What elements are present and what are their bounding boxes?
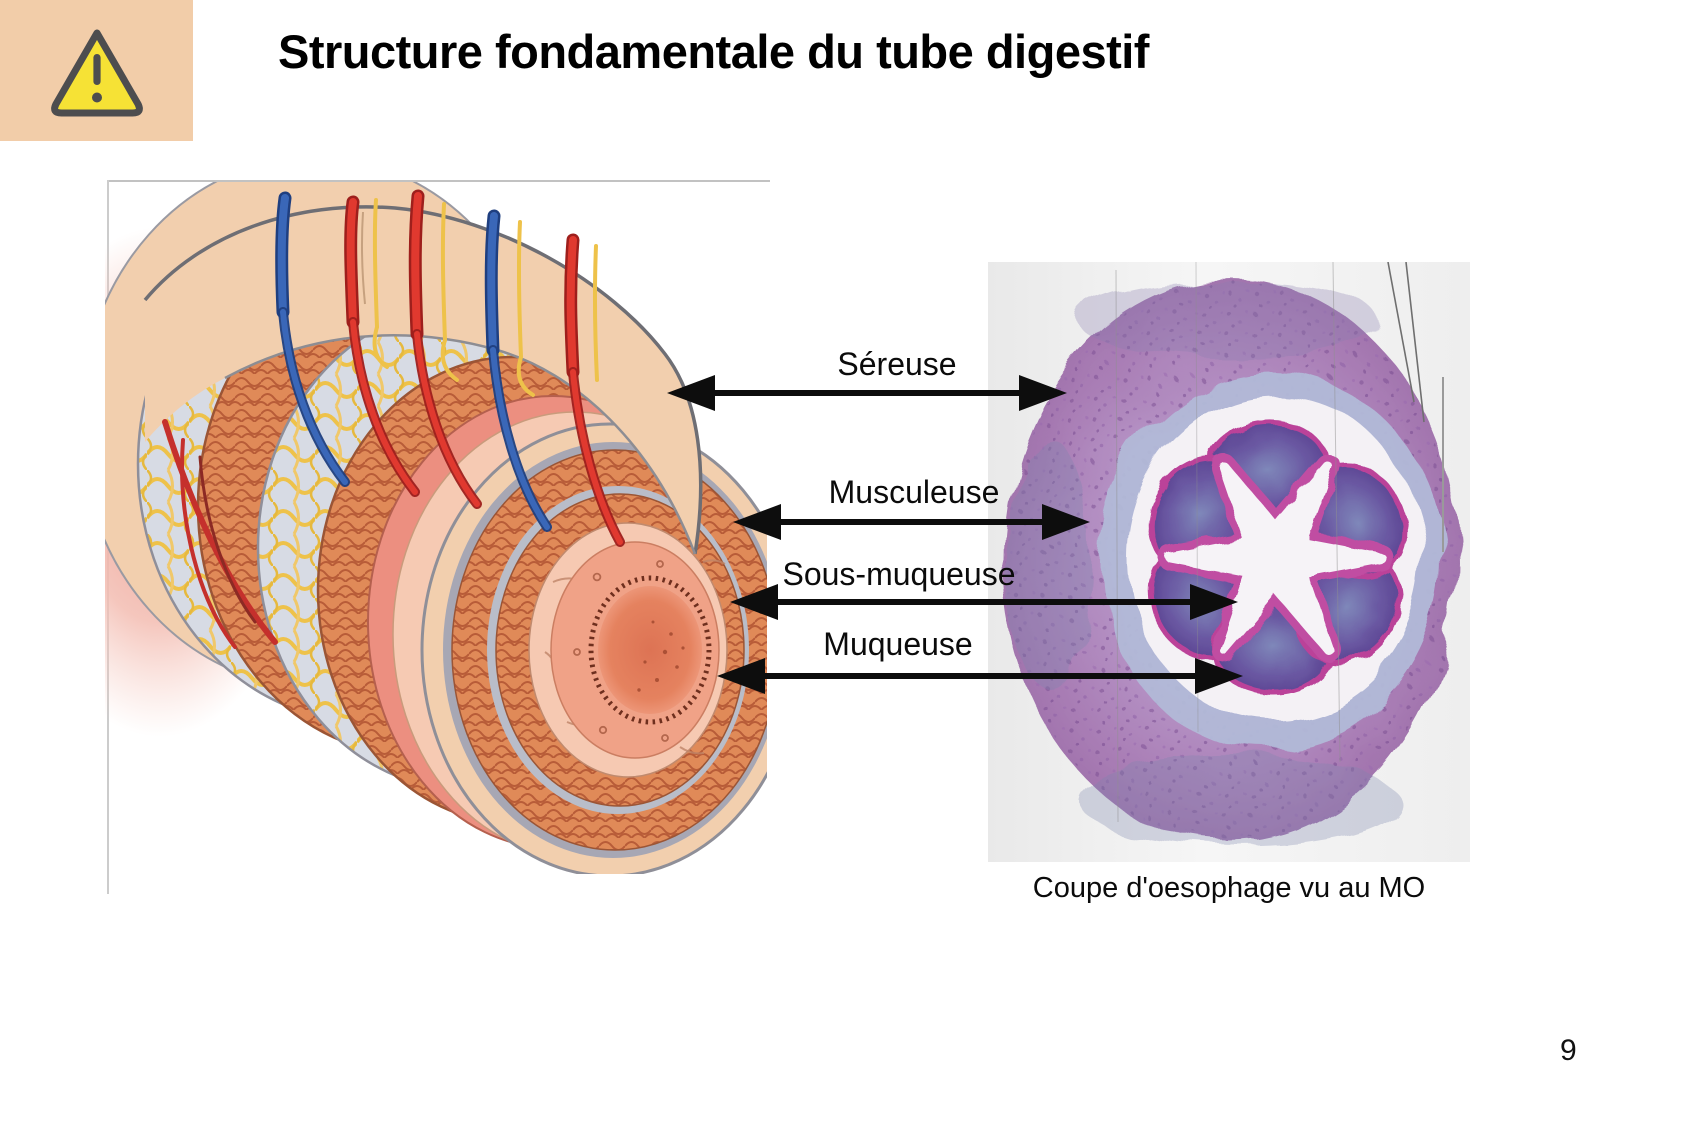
warning-icon xyxy=(50,29,143,116)
histology-caption: Coupe d'oesophage vu au MO xyxy=(1032,872,1426,904)
header-warning-badge xyxy=(0,0,193,141)
nerve-fibers xyxy=(372,198,599,397)
vessels-and-nerves xyxy=(162,189,625,649)
esophagus-section xyxy=(1003,262,1457,847)
artery-2 xyxy=(408,189,482,509)
digestive-tube-diagram xyxy=(105,182,767,874)
slide-hairlines xyxy=(1115,262,1444,823)
layer-label-sereuse: Séreuse xyxy=(837,346,957,382)
lumen xyxy=(598,586,702,714)
vein-2 xyxy=(484,209,552,532)
lumen-speckles xyxy=(637,620,685,692)
lumen-star xyxy=(1158,454,1394,662)
layer-label-sous-muqueuse: Sous-muqueuse xyxy=(782,556,1016,592)
histology-image xyxy=(988,262,1470,862)
villi-fringe xyxy=(588,575,712,725)
page-number: 9 xyxy=(1560,1034,1577,1067)
slide-title: Structure fondamentale du tube digestif xyxy=(278,25,1149,78)
front-cross-section xyxy=(420,422,767,874)
vein-1 xyxy=(275,191,350,487)
layer-label-muqueuse: Muqueuse xyxy=(823,626,973,662)
artery-1 xyxy=(344,195,420,497)
artery-3 xyxy=(564,233,625,547)
subserosal-vessels xyxy=(162,419,278,649)
figure-frame-top-line xyxy=(108,180,770,182)
layer-label-musculeuse: Musculeuse xyxy=(828,474,1000,510)
